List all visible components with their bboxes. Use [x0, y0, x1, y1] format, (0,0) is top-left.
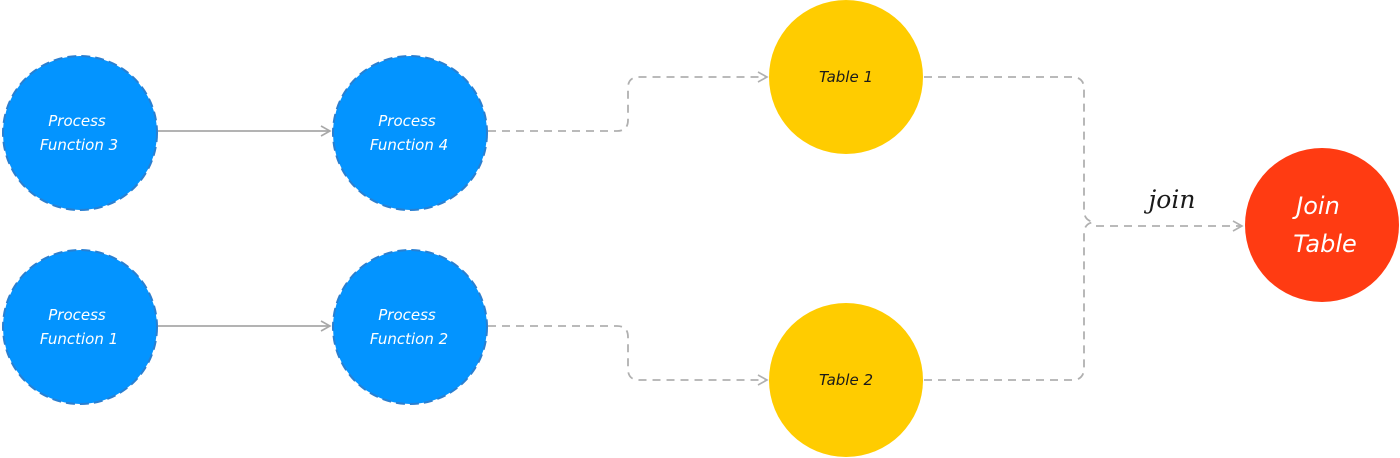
node-process-function-1-line2: Function 1	[40, 330, 118, 348]
edge-pf4-to-table1	[488, 71, 769, 132]
node-table-1-label: Table 1	[819, 68, 873, 86]
node-process-function-1: Process Function 1	[2, 249, 158, 405]
node-process-function-4-line1: Process	[378, 112, 436, 130]
join-edge-label: join	[1144, 185, 1196, 214]
node-process-function-2: Process Function 2	[332, 249, 488, 405]
edge-table2-to-join	[924, 221, 1097, 381]
node-process-function-3-line1: Process	[48, 112, 106, 130]
node-process-function-1-line1: Process	[48, 306, 106, 324]
node-join-table: Join Table	[1245, 148, 1399, 302]
node-process-function-4-line2: Function 4	[370, 136, 448, 154]
node-table-1: Table 1	[769, 0, 923, 154]
edge-table1-to-join	[924, 76, 1097, 223]
node-process-function-4: Process Function 4	[332, 55, 488, 211]
node-process-function-2-line2: Function 2	[370, 330, 448, 348]
node-table-2-label: Table 2	[819, 371, 873, 389]
edge-pf2-to-table2	[488, 325, 769, 386]
node-join-table-line2: Table	[1293, 230, 1357, 258]
node-table-2: Table 2	[769, 303, 923, 457]
node-process-function-3: Process Function 3	[2, 55, 158, 211]
node-join-table-line1: Join	[1292, 192, 1340, 220]
node-process-function-3-line2: Function 3	[40, 136, 118, 154]
node-process-function-2-line1: Process	[378, 306, 436, 324]
